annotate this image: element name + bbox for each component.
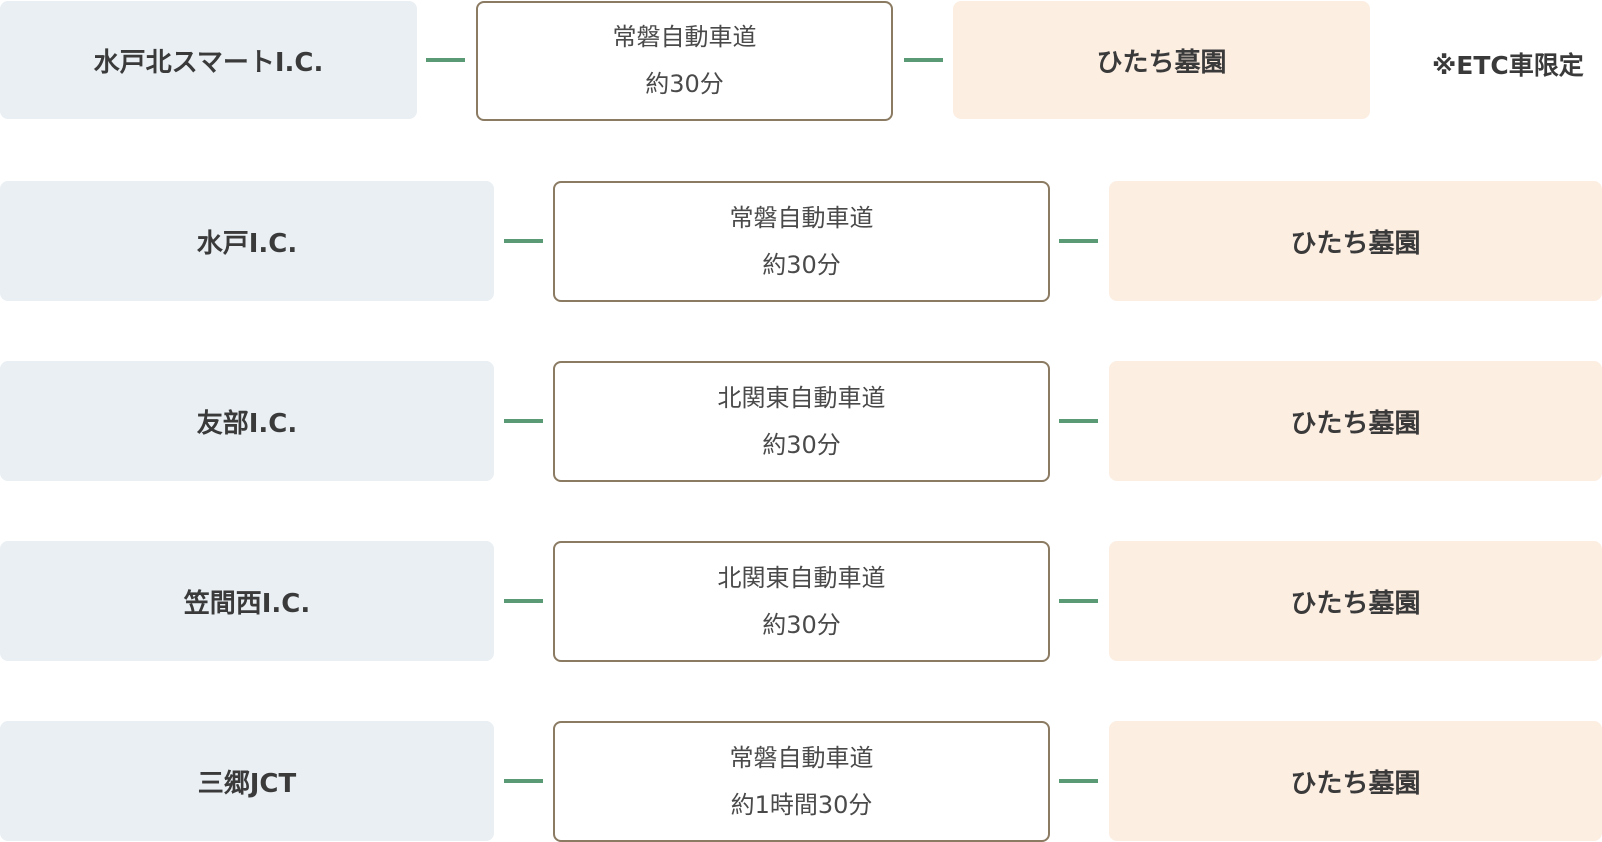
origin-label: 水戸北スマートI.C. [93, 47, 324, 78]
destination-label: ひたち墓園 [1290, 588, 1421, 619]
connector-line [504, 779, 543, 783]
route-box: 常磐自動車道 約30分 [553, 181, 1050, 302]
route-box: 北関東自動車道 約30分 [553, 361, 1050, 482]
route-time: 約30分 [762, 610, 841, 639]
origin-box-tomobe-ic: 友部I.C. [0, 361, 494, 481]
origin-label: 友部I.C. [196, 408, 298, 439]
destination-label: ひたち墓園 [1290, 768, 1421, 799]
route-time: 約30分 [762, 250, 841, 279]
etc-only-note: ※ETC車限定 [1432, 51, 1584, 80]
connector-line [504, 419, 543, 423]
route-road: 常磐自動車道 [729, 743, 874, 772]
connector-line [1059, 419, 1098, 423]
route-box: 北関東自動車道 約30分 [553, 541, 1050, 662]
connector-line [426, 58, 465, 62]
route-time: 約1時間30分 [730, 790, 873, 819]
origin-label: 笠間西I.C. [183, 588, 311, 619]
connector-line [504, 239, 543, 243]
destination-box: ひたち墓園 [1109, 361, 1602, 481]
connector-line [1059, 779, 1098, 783]
connector-line [504, 599, 543, 603]
route-road: 常磐自動車道 [729, 203, 874, 232]
origin-box-kasama-nishi-ic: 笠間西I.C. [0, 541, 494, 661]
route-box: 常磐自動車道 約1時間30分 [553, 721, 1050, 842]
destination-box: ひたち墓園 [1109, 541, 1602, 661]
route-time: 約30分 [762, 430, 841, 459]
destination-label: ひたち墓園 [1290, 408, 1421, 439]
route-road: 常磐自動車道 [612, 23, 757, 51]
route-time: 約30分 [645, 70, 724, 98]
route-road: 北関東自動車道 [717, 563, 886, 592]
destination-box: ひたち墓園 [1109, 181, 1602, 301]
origin-label: 三郷JCT [197, 768, 297, 799]
route-road: 北関東自動車道 [717, 383, 886, 412]
origin-box-mito-kita-smart-ic: 水戸北スマートI.C. [0, 1, 417, 119]
destination-box: ひたち墓園 [953, 1, 1370, 119]
connector-line [1059, 599, 1098, 603]
destination-box: ひたち墓園 [1109, 721, 1602, 841]
destination-label: ひたち墓園 [1096, 47, 1227, 78]
origin-label: 水戸I.C. [196, 228, 298, 259]
connector-line [904, 58, 943, 62]
destination-label: ひたち墓園 [1290, 228, 1421, 259]
route-box: 常磐自動車道 約30分 [476, 1, 893, 121]
connector-line [1059, 239, 1098, 243]
origin-box-misato-jct: 三郷JCT [0, 721, 494, 841]
origin-box-mito-ic: 水戸I.C. [0, 181, 494, 301]
